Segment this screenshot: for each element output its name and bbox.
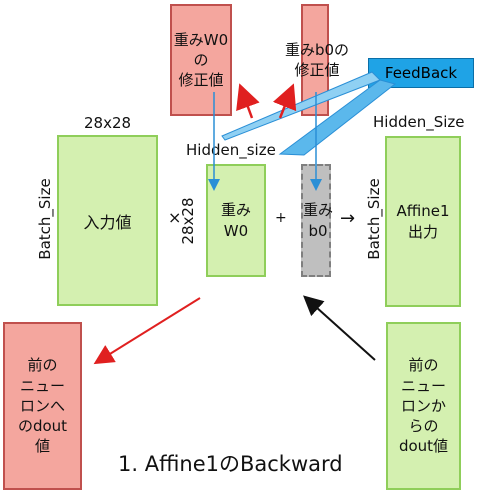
- feedback-beam-upper: [221, 71, 381, 141]
- hidden-size-right-label: Hidden_Size: [373, 113, 465, 131]
- feedback-beam-lower: [278, 79, 397, 156]
- times-operator: ×: [168, 208, 182, 227]
- w0-correction-arrow: [236, 83, 260, 119]
- from-prev-neuron-box: 前の ニュー ロンか らの dout値: [386, 322, 461, 490]
- bias-b0-label: 重み b0: [302, 201, 333, 240]
- weight-w0-box: 重み W0: [206, 164, 266, 277]
- input-size-label: 28x28: [84, 114, 132, 132]
- affine-output-label: Affine1 出力: [396, 202, 450, 241]
- to-prev-neuron-box: 前の ニュー ロンへ のdout 値: [3, 322, 82, 490]
- input-label: 入力値: [83, 212, 132, 232]
- input-box: 入力値: [57, 135, 158, 306]
- to-prev-neuron-label: 前の ニュー ロンへ のdout 値: [17, 356, 68, 456]
- dout-out-arrow: [93, 297, 201, 365]
- w0-correction-box: 重みW0の 修正値: [170, 4, 232, 116]
- from-prev-neuron-label: 前の ニュー ロンか らの dout値: [398, 356, 449, 456]
- weight-w0-label: 重み W0: [220, 201, 251, 240]
- affine-output-box: Affine1 出力: [385, 136, 461, 307]
- plus-operator: +: [275, 210, 287, 226]
- b0-correction-label: 重みb0の 修正値: [284, 40, 350, 79]
- hidden-size-left-label: Hidden_size: [186, 141, 276, 159]
- to-output-arrow: →: [340, 208, 356, 229]
- b0-correction-arrow: [272, 83, 297, 119]
- diagram-caption: 1. Affine1のBackward: [118, 452, 343, 476]
- w0-correction-label: 重みW0の 修正値: [173, 30, 229, 90]
- dout-in-arrow: [303, 295, 376, 361]
- feedback-label: FeedBack: [384, 64, 458, 82]
